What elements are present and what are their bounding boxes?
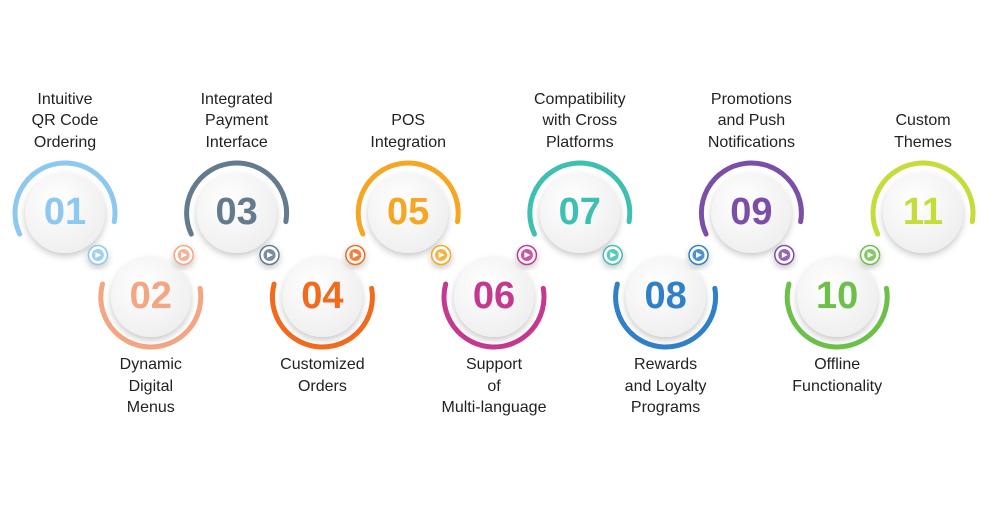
step-06-label-line: of (487, 377, 501, 395)
step-10-connector-icon (859, 244, 881, 266)
step-09-circle (711, 173, 792, 253)
step-06-label-line: Support (465, 356, 523, 373)
step-10-label-line: Functionality (792, 377, 883, 395)
step-03-connector-icon (259, 244, 280, 266)
step-08-label-line: Rewards (634, 356, 698, 373)
step-06-connector-icon (516, 244, 538, 266)
step-02-label-line: Digital (128, 377, 174, 395)
step-08-label-line: Programs (630, 399, 701, 416)
step-07-label-line: Platforms (546, 133, 614, 151)
step-11-number: 11 (903, 191, 943, 233)
step-05-label: POS Integration (333, 110, 483, 153)
step-01-label-line: QR Code (31, 112, 99, 129)
step-03-label-line: Interface (205, 133, 268, 151)
step-10-number: 10 (816, 275, 858, 317)
step-09-number: 09 (730, 191, 772, 233)
step-06-arc (441, 281, 547, 350)
step-02-circle (110, 257, 191, 337)
step-03-circle (196, 173, 277, 253)
step-11-label-line: Custom (895, 112, 951, 129)
step-07-label-line: with Cross (542, 112, 618, 129)
step-01-arc (12, 160, 118, 237)
step-03-label-line: Integrated (200, 90, 273, 108)
step-09-label-line: and Push (717, 112, 786, 129)
step-04-label-line: Customized (280, 356, 365, 373)
step-05-connector-icon (430, 244, 452, 266)
step-03-label-line: Payment (205, 112, 269, 129)
step-04-label-line: Orders (297, 377, 347, 395)
step-08-number: 08 (644, 275, 686, 317)
step-11-label-line: Themes (894, 133, 952, 151)
step-04-number: 04 (301, 275, 343, 317)
step-10-label-line: Offline (814, 356, 861, 373)
step-02-arc (98, 281, 204, 350)
step-05-label-line: POS (391, 112, 426, 129)
step-01-number: 01 (44, 191, 86, 233)
step-03-arc (184, 160, 290, 237)
step-04-arc (269, 281, 375, 350)
step-04-connector-icon (345, 244, 366, 266)
step-09-arc (698, 160, 804, 237)
step-01-label-line: Intuitive (37, 90, 93, 108)
step-06-circle (454, 257, 534, 337)
step-06-label-line: Multi-language (441, 399, 547, 416)
step-07-number: 07 (559, 191, 601, 233)
step-07-connector-icon (602, 244, 623, 266)
step-02-label-line: Dynamic (119, 356, 182, 373)
step-05-arc (355, 160, 461, 237)
step-01-label-line: Ordering (33, 133, 97, 151)
step-08-circle (625, 257, 706, 337)
step-07-label-line: Compatibility (534, 90, 626, 108)
step-02-label-line: Menus (126, 399, 175, 416)
step-06-number: 06 (473, 275, 515, 317)
step-10-arc (784, 281, 890, 350)
step-02-number: 02 (130, 275, 172, 317)
step-11-circle (883, 173, 963, 253)
step-05-label-line: Integration (370, 133, 446, 151)
step-09-label-line: Notifications (707, 133, 795, 151)
step-07-circle (539, 173, 620, 253)
step-07-arc (527, 160, 633, 237)
step-08-connector-icon (688, 244, 709, 266)
step-05-number: 05 (387, 191, 429, 233)
step-04-circle (282, 257, 363, 337)
step-01-circle (25, 173, 105, 253)
step-01-connector-icon (87, 244, 109, 266)
step-09-connector-icon (774, 244, 795, 266)
step-08-arc (613, 281, 719, 350)
step-03-number: 03 (215, 191, 257, 233)
step-09-label-line: Promotions (710, 90, 792, 108)
step-11-arc (870, 160, 976, 237)
step-08-label-line: and Loyalty (624, 377, 707, 395)
step-05-circle (368, 173, 449, 253)
step-10-circle (797, 257, 878, 337)
step-02-connector-icon (173, 244, 194, 266)
